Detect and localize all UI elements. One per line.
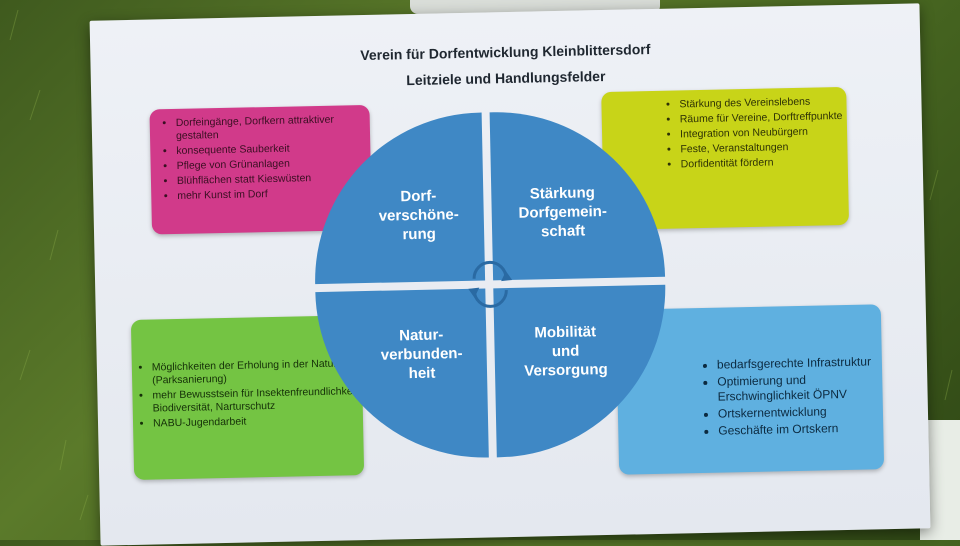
central-circle: Dorf- verschöne- rung Stärkung Dorfgemei… (311, 108, 669, 462)
list-item: Geschäfte im Ortskern (718, 420, 883, 438)
list-item: Räume für Vereine, Dorftreffpunkte (680, 110, 847, 126)
list-item: Feste, Veranstaltungen (680, 140, 847, 156)
cycle-arrows-icon (468, 260, 513, 308)
list-item: Dorfidentität fördern (681, 155, 848, 171)
quadrant-label: Dorf- verschöne- rung (378, 187, 459, 244)
quadrant-label: Stärkung Dorfgemein- schaft (518, 184, 608, 241)
list-item: Optimierung und Erschwinglichkeit ÖPNV (717, 371, 883, 404)
list-item: bedarfsgerechte Infrastruktur (717, 354, 882, 372)
quadrant-label: Natur- verbunden- heit (380, 326, 463, 383)
list-item: Integration von Neubürgern (680, 125, 847, 141)
list-item: Ortskernentwicklung (718, 403, 883, 421)
quadrant-label: Mobilität und Versorgung (524, 323, 608, 380)
poster-board: Verein für Dorfentwicklung Kleinblitters… (89, 3, 931, 546)
list-item: Stärkung des Vereinslebens (679, 95, 846, 111)
